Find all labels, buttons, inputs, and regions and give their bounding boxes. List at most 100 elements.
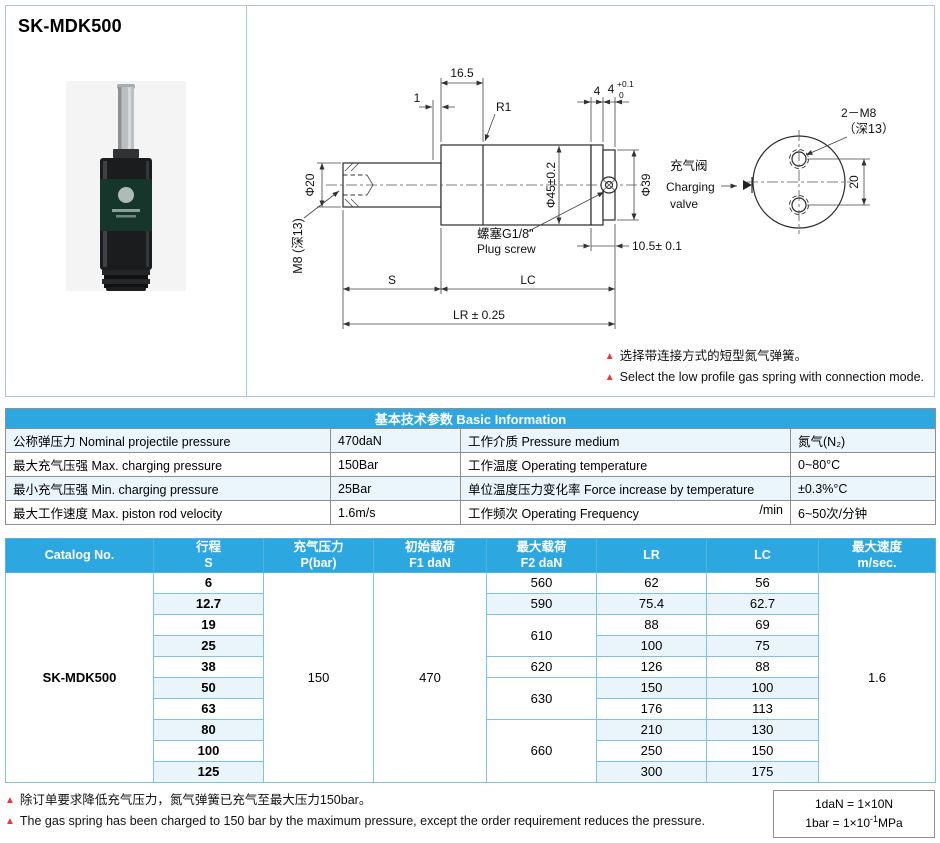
cell-lc: 175 <box>706 760 819 783</box>
col-header-lc: LC <box>706 538 819 573</box>
page-title: SK-MDK500 <box>18 16 122 36</box>
cell-lr: 62 <box>596 571 707 594</box>
cell-f1: 470 <box>373 571 487 783</box>
cell-f2: 560 <box>486 571 597 594</box>
holes-label: 2－M8 <box>841 106 877 120</box>
cell-stroke: 125 <box>153 760 264 783</box>
footer-notes: ▲除订单要求降低充气压力，氮气弹簧已充气至最大压力150bar。 ▲The ga… <box>5 790 773 834</box>
param-label: 单位温度压力变化率 Force increase by temperature <box>460 476 791 501</box>
charging-valve-symbol <box>743 180 752 190</box>
basic-info-table: 基本技术参数 Basic Information 公称弹压力 Nominal p… <box>4 408 937 525</box>
dim-1: 1 <box>414 91 421 105</box>
cell-f2: 620 <box>486 655 597 678</box>
cell-f2: 610 <box>486 613 597 657</box>
dim-16-5: 16.5 <box>450 66 474 80</box>
footer-note-line-en: ▲The gas spring has been charged to 150 … <box>5 811 773 833</box>
cell-catalog: SK-MDK500 <box>5 571 154 783</box>
unit-conversion-box: 1daN = 1×10N 1bar = 1×10-1MPa <box>773 789 935 838</box>
cell-lr: 100 <box>596 634 707 657</box>
param-value: 150Bar <box>330 452 461 477</box>
gas-spring-photo <box>66 81 186 291</box>
param-value: 氮气(N₂) <box>789 428 937 453</box>
param-label: 工作温度 Operating temperature <box>460 452 791 477</box>
cell-stroke: 80 <box>153 718 264 741</box>
cell-pressure: 150 <box>263 571 374 783</box>
cell-lr: 75.4 <box>596 592 707 615</box>
plug-screw-label-cn: 螺塞G1/8" <box>477 226 534 241</box>
product-overview-section: SK-MDK500 <box>5 5 935 397</box>
dim-4b-tol-top: +0.1 <box>617 79 634 89</box>
basic-info-title: 基本技术参数 Basic Information <box>4 408 937 429</box>
basic-info-header-row: 基本技术参数 Basic Information <box>4 408 937 429</box>
dim-lr: LR ± 0.25 <box>453 308 505 322</box>
cell-stroke: 19 <box>153 613 264 636</box>
cell-stroke: 12.7 <box>153 592 264 615</box>
note-triangle-icon: ▲ <box>604 371 615 383</box>
note-triangle-icon: ▲ <box>604 350 615 362</box>
dim-phi39: Φ39 <box>639 173 653 196</box>
cell-lc: 69 <box>706 613 819 636</box>
param-value: 1.6m/s <box>330 500 461 525</box>
param-label: 工作介质 Pressure medium <box>460 428 791 453</box>
cell-stroke: 25 <box>153 634 264 657</box>
basic-info-row: 最大工作速度 Max. piston rod velocity 1.6m/s 工… <box>5 500 937 525</box>
charging-valve-label-cn: 充气阀 <box>670 158 708 173</box>
cell-f2: 590 <box>486 592 597 615</box>
dim-phi20: Φ20 <box>303 173 317 196</box>
cell-lr: 176 <box>596 697 707 720</box>
charging-valve-label-en1: Charging <box>666 180 715 194</box>
cell-lc: 75 <box>706 634 819 657</box>
spec-row: 50 630 150 100 <box>6 676 936 720</box>
basic-info-row: 最小充气压强 Min. charging pressure 25Bar 单位温度… <box>5 476 937 501</box>
param-label: 公称弹压力 Nominal projectile pressure <box>5 428 331 453</box>
dim-4a: 4 <box>594 84 601 98</box>
drawing-note-line-en: ▲Select the low profile gas spring with … <box>605 367 924 388</box>
cell-lc: 56 <box>706 571 819 594</box>
cell-stroke: 38 <box>153 655 264 678</box>
drawing-notes: ▲ 选择带连接方式的短型氮气弹簧。 ▲Select the low profile… <box>605 346 924 389</box>
cell-speed: 1.6 <box>818 571 936 783</box>
drawing-note-cn: 选择带连接方式的短型氮气弹簧。 <box>619 348 808 363</box>
spec-row: 12.7 590 75.4 62.7 <box>6 592 936 615</box>
param-label: 最大工作速度 Max. piston rod velocity <box>5 500 331 525</box>
cell-lc: 150 <box>706 739 819 762</box>
unit-bar-sup: -1 <box>870 814 879 825</box>
cell-stroke: 50 <box>153 676 264 699</box>
param-value: ±0.3%°C <box>789 476 937 501</box>
product-id-panel: SK-MDK500 <box>6 6 247 396</box>
param-label: 最大充气压强 Max. charging pressure <box>5 452 331 477</box>
unit-bar-pre: 1bar = 1×10 <box>805 816 871 831</box>
cell-lc: 62.7 <box>706 592 819 615</box>
cell-stroke: 63 <box>153 697 264 720</box>
spec-row: 19 610 88 69 <box>6 613 936 657</box>
dim-r1: R1 <box>496 100 512 114</box>
col-header-catalog: Catalog No. <box>5 538 154 573</box>
basic-info-row: 最大充气压强 Max. charging pressure 150Bar 工作温… <box>5 452 937 477</box>
spec-row: SK-MDK500 6 150 470 560 62 56 1.6 <box>5 571 936 783</box>
cell-lr: 210 <box>596 718 707 741</box>
cell-lc: 100 <box>706 676 819 699</box>
spec-row: 125 300 175 <box>6 760 936 783</box>
cell-lc: 130 <box>706 718 819 741</box>
col-header-lr: LR <box>596 538 707 573</box>
charging-valve-label-en2: valve <box>670 197 698 211</box>
side-view <box>326 144 646 226</box>
cell-lr: 250 <box>596 739 707 762</box>
dim-4b-tol-bot: 0 <box>619 90 624 100</box>
unit-bar-post: MPa <box>878 816 903 831</box>
dimensions: 16.5 1 R1 <box>291 66 894 329</box>
dim-m8: M8 (深13) <box>291 218 305 274</box>
param-value: 25Bar <box>330 476 461 501</box>
spec-row: 80 660 210 130 <box>6 718 936 783</box>
technical-drawing-panel: 16.5 1 R1 <box>247 6 934 396</box>
cell-lc: 113 <box>706 697 819 720</box>
param-value: 0~80°C <box>789 452 937 477</box>
footer-note-en: The gas spring has been charged to 150 b… <box>19 814 706 829</box>
unit-dan: 1daN = 1×10N <box>814 796 894 811</box>
